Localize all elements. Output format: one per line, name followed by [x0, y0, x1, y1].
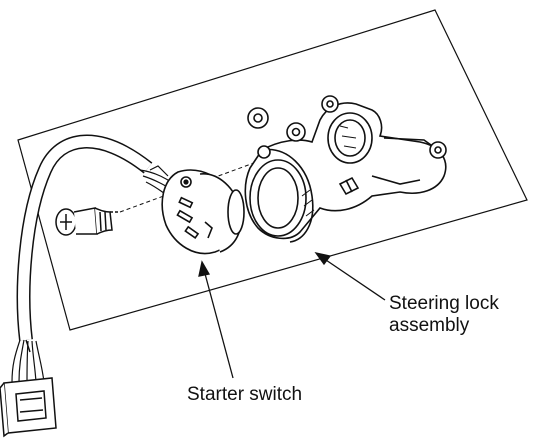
- assembly-frame: [17, 9, 528, 331]
- wire-harness-connector: [0, 377, 57, 438]
- wire-cable: [16, 134, 153, 353]
- steering-lock-leader: [314, 252, 386, 301]
- connector-wires: [11, 339, 45, 383]
- starter-switch-leader: [198, 260, 234, 379]
- steering-lock-assembly: [244, 95, 447, 243]
- steering-lock-label: Steering lock assembly: [389, 293, 499, 337]
- alignment-line: [119, 159, 263, 213]
- steering-lock-label-line1: Steering lock: [389, 293, 499, 314]
- starter-switch-label: Starter switch: [187, 384, 303, 405]
- starter-switch: [161, 169, 245, 255]
- steering-lock-label-line2: assembly: [389, 315, 470, 336]
- screw: [55, 207, 120, 236]
